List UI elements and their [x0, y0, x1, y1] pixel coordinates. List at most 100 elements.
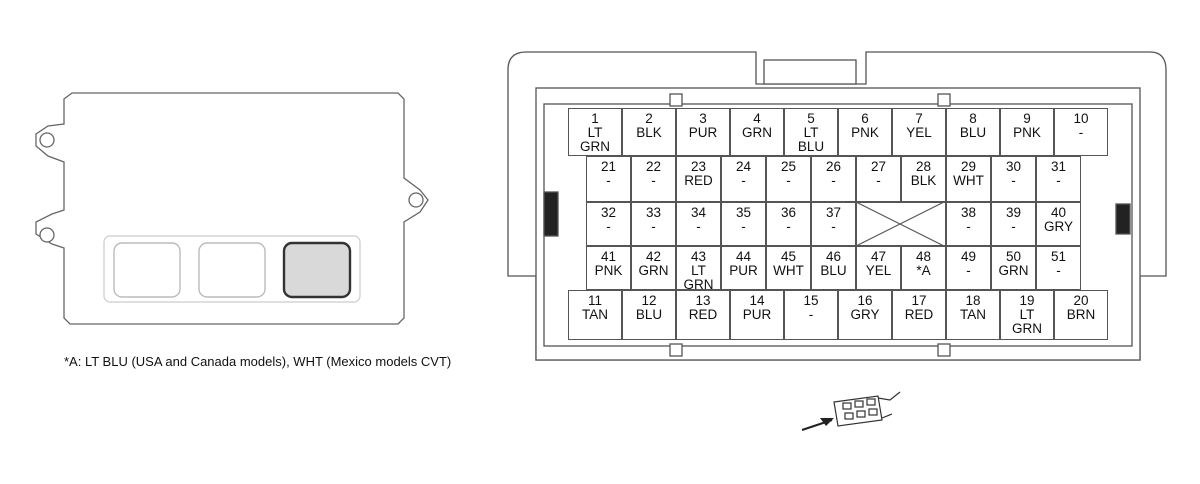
pin-number: 37 — [825, 205, 842, 220]
side-lock-right — [1115, 203, 1131, 235]
wire-color: RED — [688, 307, 718, 322]
wire-color: - — [651, 219, 656, 234]
pin-number: 14 — [749, 293, 765, 308]
pin-number: 2 — [645, 111, 653, 126]
wire-color: PNK — [851, 125, 879, 140]
pin-number: 26 — [825, 159, 842, 174]
pin-number: 8 — [969, 111, 977, 126]
wire-color: GRY — [850, 307, 880, 322]
pin-number: 51 — [1050, 249, 1067, 264]
pin-number: 31 — [1050, 159, 1067, 174]
socket-1 — [113, 242, 181, 298]
wire-color: - — [696, 219, 701, 234]
pin-37: 37- — [811, 202, 856, 246]
wire-color: BLU — [820, 263, 847, 278]
pin-35: 35- — [721, 202, 766, 246]
latch-notch — [937, 93, 951, 107]
pin-number: 43 — [690, 249, 707, 264]
wire-color: - — [831, 173, 836, 188]
wire-color: YEL — [906, 125, 932, 140]
pin-24: 24- — [721, 156, 766, 202]
pin-number: 13 — [695, 293, 711, 308]
wire-color: - — [808, 307, 814, 322]
wire-color: - — [606, 219, 611, 234]
pin-number: 28 — [915, 159, 932, 174]
wire-color: GRN — [638, 263, 669, 278]
pin-number: 38 — [960, 205, 977, 220]
pin-number: 24 — [735, 159, 752, 174]
wire-color: - — [606, 173, 611, 188]
wire-color: - — [1078, 125, 1084, 140]
socket-2 — [198, 242, 266, 298]
wire-color: GRY — [1043, 219, 1073, 234]
pin-51: 51- — [1036, 246, 1081, 290]
pin-number: 33 — [645, 205, 662, 220]
pin-26: 26- — [811, 156, 856, 202]
wire-color: BLK — [636, 125, 662, 140]
pin-number: 10 — [1073, 111, 1089, 126]
wire-color: PUR — [729, 263, 758, 278]
wire-color: - — [1011, 173, 1016, 188]
wire-color: YEL — [865, 263, 892, 278]
pin-number: 42 — [645, 249, 662, 264]
pin-22: 22- — [631, 156, 676, 202]
pin-number: 27 — [870, 159, 887, 174]
wire-color: BLU — [959, 125, 987, 140]
mounting-hole-icon — [408, 192, 424, 208]
wire-color: PUR — [742, 307, 772, 322]
wire-color: LT GRN — [580, 125, 610, 154]
latch-notch — [937, 343, 951, 357]
pin-number: 45 — [780, 249, 797, 264]
pin-number: 47 — [870, 249, 887, 264]
wire-color: WHT — [953, 173, 984, 188]
wire-color: LT BLU — [797, 125, 825, 154]
insertion-arrow-icon — [801, 418, 834, 431]
pin-number: 23 — [690, 159, 707, 174]
pin-number: 50 — [1005, 249, 1022, 264]
pin-number: 11 — [587, 293, 602, 308]
wire-color: PNK — [594, 263, 623, 278]
pin-number: 6 — [861, 111, 869, 126]
pin-number: 5 — [807, 111, 815, 126]
pin-number: 16 — [857, 293, 873, 308]
pin-15: 15- — [784, 290, 838, 340]
pin-32: 32- — [586, 202, 631, 246]
wire-color: - — [966, 219, 971, 234]
pin-number: 22 — [645, 159, 662, 174]
wire-color: PNK — [1013, 125, 1041, 140]
pin-number: 12 — [641, 293, 657, 308]
pin-10: 10- — [1054, 108, 1108, 156]
wire-color: - — [741, 219, 746, 234]
pin-number: 9 — [1023, 111, 1031, 126]
pin-number: 4 — [753, 111, 761, 126]
pin-number: 48 — [915, 249, 932, 264]
latch-notch — [669, 343, 683, 357]
wire-color: RED — [684, 173, 713, 188]
wire-color: - — [786, 219, 791, 234]
side-lock-left — [543, 191, 559, 237]
pin-39: 39- — [991, 202, 1036, 246]
pin-27: 27- — [856, 156, 901, 202]
pin-31: 31- — [1036, 156, 1081, 202]
pin-number: 46 — [825, 249, 842, 264]
wire-color: LT GRN — [1012, 307, 1042, 336]
pin-number: 17 — [911, 293, 927, 308]
pin-number: 29 — [960, 159, 977, 174]
wire-color: GRN — [998, 263, 1029, 278]
pin-number: 49 — [960, 249, 977, 264]
wire-color: - — [786, 173, 791, 188]
pin-number: 21 — [600, 159, 617, 174]
pin-number: 35 — [735, 205, 752, 220]
wire-color: - — [651, 173, 656, 188]
